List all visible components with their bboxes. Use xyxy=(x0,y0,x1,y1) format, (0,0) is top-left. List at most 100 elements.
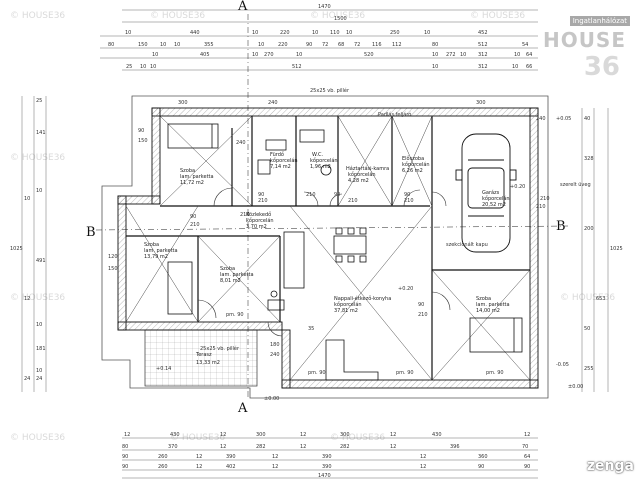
room-label-bathroom: Fürdő kőporcelán 7,14 m2 xyxy=(270,152,298,170)
svg-text:210: 210 xyxy=(306,192,316,198)
svg-text:430: 430 xyxy=(170,432,180,438)
dim-top-row4: 80 150 10 10 355 10 220 90 72 68 72 116 … xyxy=(108,42,528,48)
svg-text:210: 210 xyxy=(540,196,550,202)
dim-top-total: 1470 xyxy=(318,4,331,10)
svg-text:240: 240 xyxy=(536,116,546,122)
svg-text:80: 80 xyxy=(122,444,128,450)
outer-walls xyxy=(117,107,539,389)
svg-text:kőporcelán: kőporcelán xyxy=(310,157,338,164)
svg-text:12: 12 xyxy=(390,444,396,450)
dimension-lines xyxy=(21,9,609,479)
room-label-wc: W.C. kőporcelán 1,96 m2 xyxy=(310,152,338,170)
svg-text:282: 282 xyxy=(340,444,350,450)
svg-text:12: 12 xyxy=(24,296,30,302)
svg-text:270: 270 xyxy=(264,52,274,58)
svg-text:70: 70 xyxy=(522,444,528,450)
svg-text:120: 120 xyxy=(108,254,118,260)
svg-text:10: 10 xyxy=(252,52,258,58)
svg-text:90: 90 xyxy=(122,454,128,460)
pillar-label: 25x25 vb. pillér xyxy=(310,87,350,94)
svg-text:66: 66 xyxy=(526,64,532,70)
interior-walls xyxy=(126,116,530,380)
svg-text:402: 402 xyxy=(226,464,236,470)
svg-text:kőporcelán: kőporcelán xyxy=(402,161,430,168)
svg-text:181: 181 xyxy=(36,346,46,352)
svg-text:Szoba: Szoba xyxy=(476,296,491,302)
svg-text:10: 10 xyxy=(514,52,520,58)
window-label: szerelt üveg xyxy=(560,182,591,188)
dim-bottom-row3: 90 260 12 390 12 390 12 360 64 xyxy=(122,454,530,460)
roof-outline xyxy=(101,95,549,399)
dim-right-total: 1025 xyxy=(610,246,623,252)
svg-text:10: 10 xyxy=(140,64,146,70)
elevation-garage: +0.20 xyxy=(510,184,525,190)
svg-text:24: 24 xyxy=(24,376,30,382)
svg-text:64: 64 xyxy=(526,52,532,58)
room-label-bedroom-3: Szoba lam. parketta 8,01 m2 xyxy=(220,266,254,284)
svg-text:6,26 m2: 6,26 m2 xyxy=(402,168,423,174)
svg-text:12: 12 xyxy=(300,432,306,438)
svg-text:390: 390 xyxy=(226,454,236,460)
svg-text:300: 300 xyxy=(476,100,486,106)
svg-text:12: 12 xyxy=(420,464,426,470)
svg-text:20,52 m2: 20,52 m2 xyxy=(482,202,506,208)
svg-text:kőporcelán: kőporcelán xyxy=(348,171,376,178)
svg-text:150: 150 xyxy=(108,266,118,272)
svg-text:210: 210 xyxy=(418,312,428,318)
svg-text:12: 12 xyxy=(524,432,530,438)
zenga-logo: zenga xyxy=(586,458,634,474)
svg-text:12: 12 xyxy=(124,432,130,438)
svg-text:10: 10 xyxy=(174,42,180,48)
svg-text:Szoba: Szoba xyxy=(180,168,195,174)
svg-text:12: 12 xyxy=(220,444,226,450)
car-symbol xyxy=(455,133,517,253)
svg-text:90: 90 xyxy=(334,192,340,198)
svg-text:kőporcelán: kőporcelán xyxy=(334,301,362,308)
svg-text:220: 220 xyxy=(280,30,290,36)
dim-left: 25 141 10 491 10 181 10 24 10 12 24 1025 xyxy=(10,98,46,382)
svg-text:90: 90 xyxy=(404,192,410,198)
svg-text:Garázs: Garázs xyxy=(482,189,500,196)
svg-text:10: 10 xyxy=(512,64,518,70)
svg-text:10: 10 xyxy=(432,52,438,58)
svg-text:lam. parketta: lam. parketta xyxy=(144,248,178,254)
svg-text:452: 452 xyxy=(478,30,488,36)
svg-text:12: 12 xyxy=(196,464,202,470)
svg-text:12: 12 xyxy=(196,454,202,460)
brand-network-label: Ingatlanhálózat xyxy=(569,16,630,26)
svg-text:240: 240 xyxy=(270,352,280,358)
svg-text:+0.05: +0.05 xyxy=(556,116,571,122)
svg-text:240: 240 xyxy=(236,140,246,146)
svg-text:210: 210 xyxy=(240,212,250,218)
svg-text:90: 90 xyxy=(306,42,312,48)
room-label-garage: Garázs kőporcelán 20,52 m2 xyxy=(482,189,510,208)
svg-text:520: 520 xyxy=(364,52,374,58)
watermark: © HOUSE36 xyxy=(310,11,365,21)
svg-text:250: 250 xyxy=(390,30,400,36)
svg-text:25: 25 xyxy=(126,64,132,70)
pillar-label: 25x25 vb. pillér xyxy=(200,345,240,352)
room-label-terrace: Terasz 13,33 m2 xyxy=(195,352,220,366)
svg-text:312: 312 xyxy=(478,52,488,58)
svg-text:10: 10 xyxy=(160,42,166,48)
watermark: © HOUSE36 xyxy=(10,433,65,443)
svg-text:210: 210 xyxy=(258,198,268,204)
svg-text:10: 10 xyxy=(460,52,466,58)
svg-text:13,79 m2: 13,79 m2 xyxy=(144,254,168,260)
svg-text:300: 300 xyxy=(178,100,188,106)
watermark: © HOUSE36 xyxy=(10,153,65,163)
dim-bottom-row1: 12 430 12 300 12 300 12 430 12 xyxy=(124,432,530,438)
svg-text:25: 25 xyxy=(36,98,42,104)
svg-text:10: 10 xyxy=(24,196,30,202)
svg-text:10: 10 xyxy=(312,30,318,36)
svg-text:Fürdő: Fürdő xyxy=(270,152,284,158)
watermark: © HOUSE36 xyxy=(560,293,615,303)
svg-text:pm. 90: pm. 90 xyxy=(486,370,504,376)
svg-text:Terasz: Terasz xyxy=(195,352,212,358)
svg-text:80: 80 xyxy=(432,42,438,48)
svg-text:10: 10 xyxy=(252,30,258,36)
svg-text:72: 72 xyxy=(322,42,328,48)
svg-text:328: 328 xyxy=(584,156,594,162)
svg-text:390: 390 xyxy=(322,454,332,460)
svg-text:80: 80 xyxy=(108,42,114,48)
